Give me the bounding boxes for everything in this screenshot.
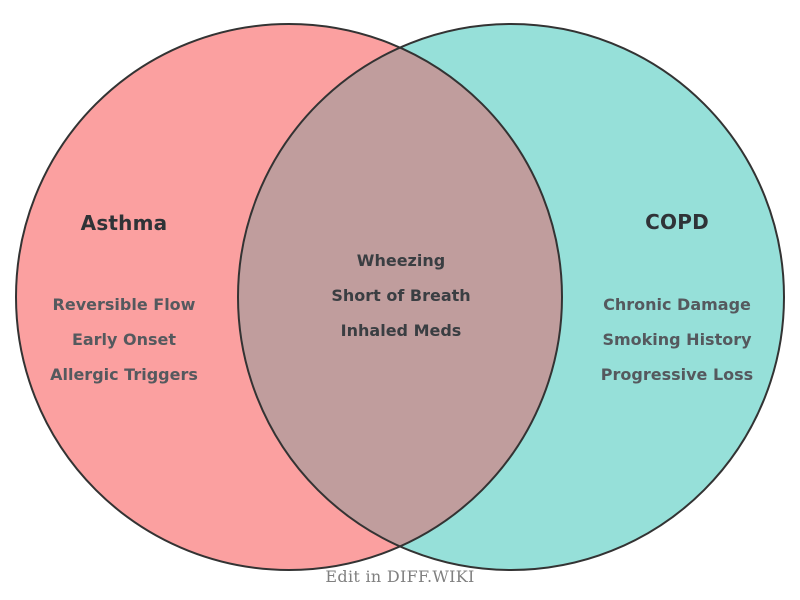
- venn-circle-right-outline: [237, 23, 785, 571]
- edit-in-diffwiki-caption[interactable]: Edit in DIFF.WIKI: [325, 567, 475, 586]
- venn-intersection-region[interactable]: [238, 24, 784, 570]
- venn-circle-left-outline: [15, 23, 563, 571]
